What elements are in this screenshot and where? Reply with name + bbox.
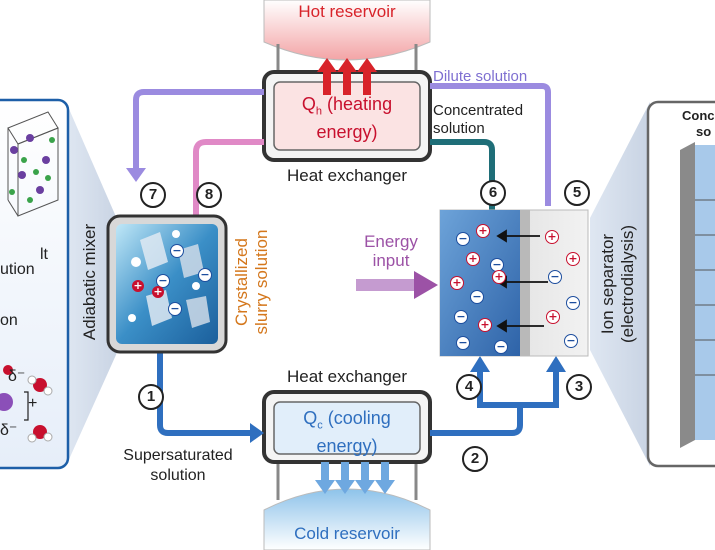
energy-input-arrowhead bbox=[414, 271, 438, 299]
anion: − bbox=[156, 274, 170, 288]
q-c-subscript: c bbox=[317, 419, 323, 432]
top-heat-exchanger-label: Heat exchanger bbox=[286, 166, 408, 185]
supersaturated-path bbox=[157, 352, 252, 436]
anion: − bbox=[198, 268, 212, 282]
step-8-marker: 8 bbox=[196, 182, 222, 208]
crystallized-slurry-label: Crystallized slurry solution bbox=[232, 212, 272, 352]
bottom-heat-exchanger-label: Heat exchanger bbox=[286, 367, 408, 386]
bottom-exchanger-inner bbox=[273, 401, 421, 455]
left-inset-text-2: ution bbox=[0, 261, 35, 278]
cold-reservoir-label: Cold reservoir bbox=[294, 524, 400, 543]
q-c-symbol: Q bbox=[303, 408, 318, 428]
return-path-right bbox=[520, 370, 559, 408]
cation: + bbox=[492, 270, 506, 284]
concentrated-text-1: Concentrated bbox=[433, 102, 524, 119]
crystallized-text-1: Crystallized bbox=[232, 238, 251, 326]
step-3-marker: 3 bbox=[566, 374, 592, 400]
anion: − bbox=[454, 310, 468, 324]
cation: + bbox=[546, 310, 560, 324]
return-path-left bbox=[430, 370, 523, 436]
dilute-arrowhead bbox=[126, 168, 146, 182]
membrane bbox=[520, 210, 530, 356]
anion: − bbox=[168, 302, 182, 316]
step-4-marker: 4 bbox=[456, 374, 482, 400]
step-5-marker: 5 bbox=[564, 180, 590, 206]
left-inset-text-1: lt bbox=[40, 246, 48, 263]
anion: − bbox=[470, 290, 484, 304]
dilute-path-right bbox=[430, 83, 551, 206]
cooling-energy-label: Qc (cooling energy) bbox=[264, 408, 430, 456]
anion: − bbox=[566, 296, 580, 310]
left-inset-box bbox=[0, 98, 70, 470]
cooling-text-1: (cooling bbox=[322, 408, 391, 428]
cation: + bbox=[466, 252, 480, 266]
cation: + bbox=[152, 285, 164, 298]
left-inset-fan bbox=[66, 102, 120, 466]
q-h-subscript: h bbox=[315, 105, 323, 118]
delta-minus-bottom: δ⁻ bbox=[0, 422, 18, 439]
concentrated-solution-label: Concentrated solution bbox=[433, 102, 523, 138]
energy-input-label: Energy input bbox=[356, 232, 426, 270]
anion: − bbox=[548, 270, 562, 284]
electrodialysis-stack-icon bbox=[680, 142, 715, 448]
return-arrowhead-left bbox=[470, 356, 490, 372]
anion: − bbox=[170, 244, 184, 258]
supersaturated-arrowhead bbox=[250, 423, 264, 443]
cation: + bbox=[566, 252, 580, 266]
supersaturated-text-2: solution bbox=[150, 467, 206, 484]
q-h-symbol: Q bbox=[301, 94, 316, 114]
cation: + bbox=[476, 224, 490, 238]
dilute-path-left bbox=[133, 89, 264, 170]
cation: + bbox=[545, 230, 559, 244]
right-inset-text-2: so bbox=[696, 124, 712, 139]
solvated-ion-icon bbox=[0, 365, 53, 443]
ion-separator-text-1: Ion separator bbox=[598, 233, 617, 335]
left-inset-text-3: on bbox=[0, 312, 18, 329]
supersaturated-label: Supersaturated solution bbox=[112, 446, 244, 486]
cooling-text-2: energy) bbox=[316, 435, 378, 456]
crystal-lattice-icon bbox=[7, 111, 59, 217]
dilute-solution-label: Dilute solution bbox=[433, 68, 528, 85]
mixer-crystals bbox=[128, 230, 210, 328]
anion: − bbox=[564, 334, 578, 348]
top-heat-pipes bbox=[276, 44, 418, 72]
right-inset-fan bbox=[590, 102, 650, 466]
supersaturated-text-1: Supersaturated bbox=[123, 447, 233, 464]
energy-input-shaft bbox=[356, 279, 416, 291]
adiabatic-mixer-label: Adiabatic mixer bbox=[80, 223, 99, 341]
energy-text-1: Energy bbox=[364, 232, 418, 251]
heating-energy-label: Qh (heating energy) bbox=[264, 94, 430, 142]
anion: − bbox=[456, 336, 470, 350]
crystallized-text-2: slurry solution bbox=[252, 229, 271, 335]
delta-minus-top: δ⁻ bbox=[8, 368, 26, 385]
concentrated-text-2: solution bbox=[433, 120, 485, 137]
bottom-heat-pipes bbox=[276, 460, 418, 500]
anion: − bbox=[456, 232, 470, 246]
heat-flow-down-arrows bbox=[315, 462, 395, 494]
heating-text-1: (heating bbox=[322, 94, 393, 114]
energy-text-2: input bbox=[372, 251, 410, 270]
step-6-marker: 6 bbox=[480, 180, 506, 206]
step-2-marker: 2 bbox=[462, 446, 488, 472]
cation: + bbox=[132, 279, 144, 292]
cation: + bbox=[478, 318, 492, 332]
right-inset-text-1: Conc bbox=[682, 108, 715, 123]
concentrated-path bbox=[430, 139, 495, 210]
cold-reservoir bbox=[263, 488, 431, 550]
ion-separator-text-2: (electrodialysis) bbox=[618, 224, 637, 344]
cation: + bbox=[450, 276, 464, 290]
hot-reservoir-label: Hot reservoir bbox=[298, 2, 396, 21]
anion: − bbox=[494, 340, 508, 354]
step-1-marker: 1 bbox=[138, 384, 164, 410]
plus-sign: + bbox=[28, 395, 38, 412]
slurry-path bbox=[193, 139, 264, 216]
ion-separator-label: Ion separator (electrodialysis) bbox=[598, 214, 638, 354]
heat-flow-up-arrows bbox=[317, 58, 377, 95]
return-arrowhead-right bbox=[546, 356, 566, 372]
step-7-marker: 7 bbox=[140, 182, 166, 208]
heating-text-2: energy) bbox=[316, 121, 378, 142]
